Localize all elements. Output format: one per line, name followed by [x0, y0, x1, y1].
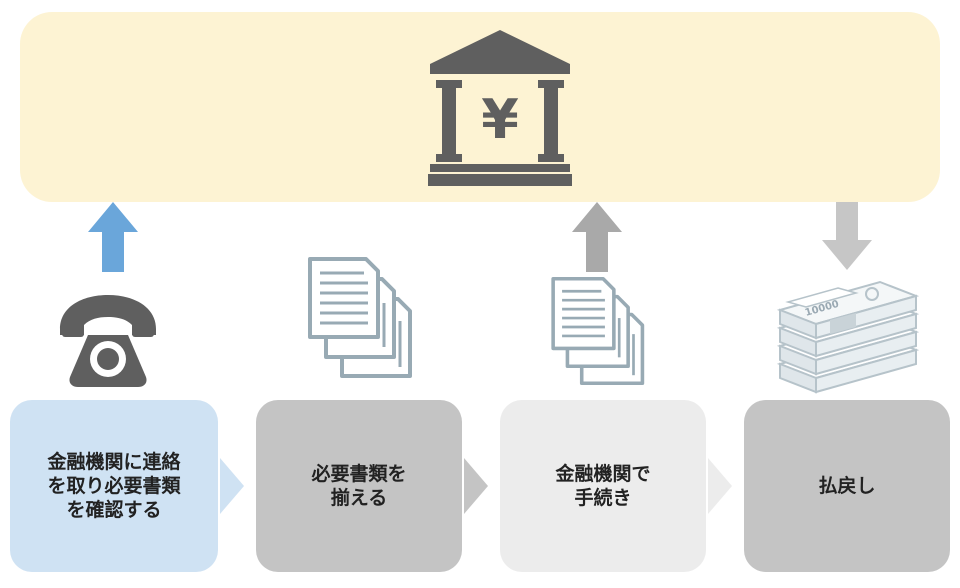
step-box-4: 払戻し — [744, 400, 950, 572]
documents-icon — [551, 276, 645, 386]
arrow-down-gray — [822, 202, 872, 270]
yen-symbol: ¥ — [481, 88, 519, 151]
step-box-1: 金融機関に連絡 を取り必要書類 を確認する — [10, 400, 218, 572]
arrow-up-gray — [572, 202, 622, 272]
telephone-icon — [60, 295, 156, 387]
bank-yen-icon: ¥ — [428, 30, 572, 186]
step-box-2: 必要書類を 揃える — [256, 400, 462, 572]
bank-panel: ¥ — [20, 12, 940, 202]
step-label: 払戻し — [818, 475, 876, 497]
chevron-right-icon — [708, 458, 732, 514]
chevron-right-icon — [464, 458, 488, 514]
step-label: 金融機関に連絡 を取り必要書類 を確認する — [47, 451, 181, 521]
step-label: 必要書類を 揃える — [311, 463, 407, 509]
chevron-right-icon — [220, 458, 244, 514]
documents-icon — [308, 257, 412, 378]
step-box-3: 金融機関で 手続き — [500, 400, 706, 572]
banknote-stack-icon: 10000 — [776, 280, 920, 394]
step-label: 金融機関で 手続き — [555, 463, 651, 509]
arrow-up-blue — [88, 202, 138, 272]
